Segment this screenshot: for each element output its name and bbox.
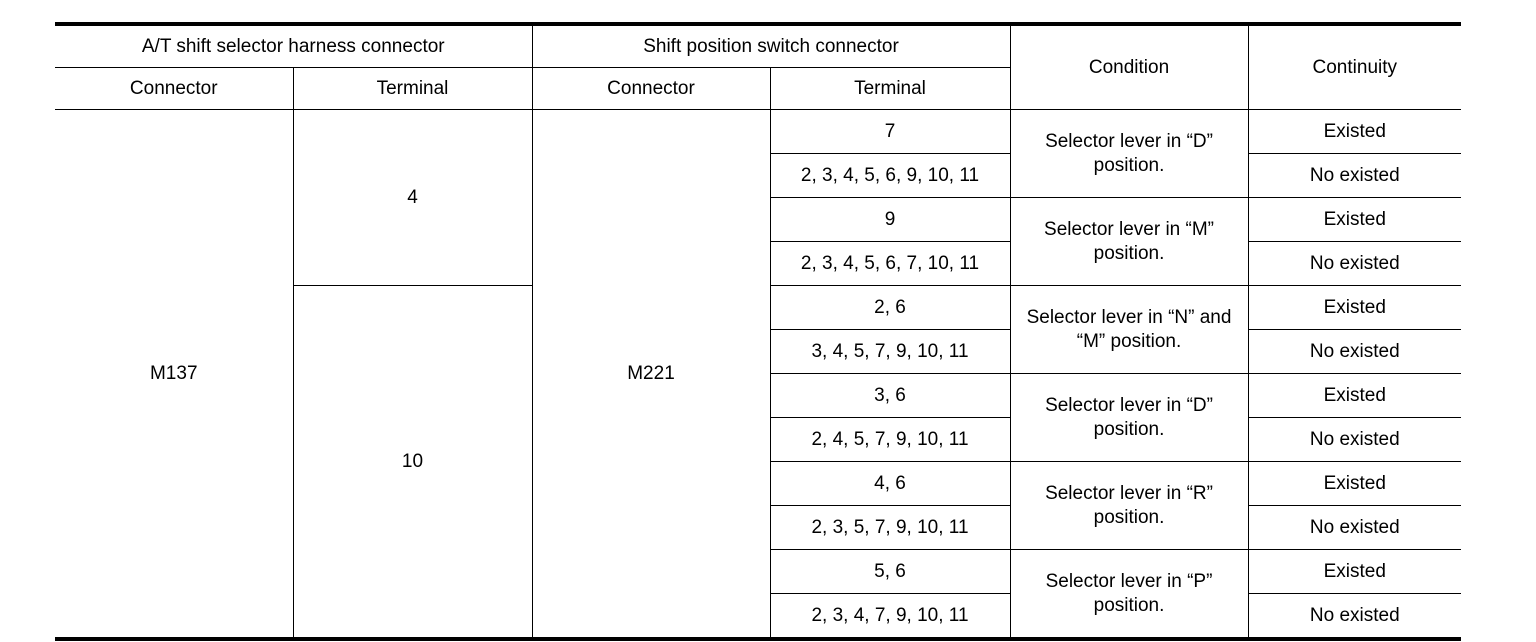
header-group-row: A/T shift selector harness connector Shi… bbox=[55, 23, 1462, 110]
condition-cell: Selector lever in “R” position. bbox=[1009, 461, 1249, 550]
header-harness-terminal: Terminal bbox=[292, 67, 533, 110]
switch-terminal-cell: 2, 3, 4, 5, 6, 9, 10, 11 bbox=[770, 153, 1011, 198]
condition-cell: Selector lever in “P” position. bbox=[1009, 549, 1249, 640]
switch-terminal-cell: 3, 4, 5, 7, 9, 10, 11 bbox=[770, 329, 1011, 374]
switch-terminal-cell: 3, 6 bbox=[770, 373, 1011, 418]
table-row: 2, 3, 4, 7, 9, 10, 11 No existed bbox=[55, 593, 1462, 640]
switch-terminal-cell: 2, 3, 5, 7, 9, 10, 11 bbox=[770, 505, 1011, 550]
continuity-cell: No existed bbox=[1247, 153, 1462, 198]
switch-terminal-cell: 2, 4, 5, 7, 9, 10, 11 bbox=[770, 417, 1011, 462]
table-head: A/T shift selector harness connector Shi… bbox=[55, 23, 1462, 110]
switch-terminal-cell: 5, 6 bbox=[770, 549, 1011, 594]
continuity-cell: No existed bbox=[1247, 241, 1462, 286]
header-switch-terminal: Terminal bbox=[769, 67, 1011, 110]
switch-terminal-cell: 2, 3, 4, 5, 6, 7, 10, 11 bbox=[770, 241, 1011, 286]
header-switch-connector: Connector bbox=[531, 67, 771, 110]
header-condition: Condition bbox=[1009, 23, 1249, 110]
continuity-cell: No existed bbox=[1247, 593, 1462, 640]
switch-terminal-cell: 4, 6 bbox=[770, 461, 1011, 506]
continuity-cell: Existed bbox=[1247, 197, 1462, 242]
harness-terminal-cell: 4 bbox=[292, 109, 533, 286]
condition-cell: Selector lever in “D” position. bbox=[1009, 373, 1249, 462]
continuity-cell: No existed bbox=[1247, 505, 1462, 550]
switch-terminal-cell: 9 bbox=[770, 197, 1011, 242]
table-row: 2, 3, 4, 5, 6, 7, 10, 11 No existed bbox=[55, 241, 1462, 286]
table-row: 2, 4, 5, 7, 9, 10, 11 No existed bbox=[55, 417, 1462, 462]
condition-cell: Selector lever in “D” position. bbox=[1009, 109, 1249, 198]
header-continuity: Continuity bbox=[1247, 23, 1462, 110]
header-shift-position-switch-connector: Shift position switch connector bbox=[531, 23, 1011, 68]
switch-terminal-cell: 2, 6 bbox=[769, 285, 1011, 330]
table-row: 2, 3, 5, 7, 9, 10, 11 No existed bbox=[55, 505, 1462, 550]
harness-connector-cell: M137 bbox=[55, 109, 294, 640]
condition-cell: Selector lever in “N” and “M” position. bbox=[1009, 285, 1249, 374]
switch-connector-cell: M221 bbox=[531, 109, 771, 640]
header-harness-connector: Connector bbox=[55, 67, 294, 110]
continuity-cell: Existed bbox=[1247, 549, 1462, 594]
switch-terminal-cell: 2, 3, 4, 7, 9, 10, 11 bbox=[770, 593, 1011, 640]
table-row: 2, 3, 4, 5, 6, 9, 10, 11 No existed bbox=[55, 153, 1462, 198]
continuity-cell: Existed bbox=[1247, 285, 1462, 330]
continuity-check-table: A/T shift selector harness connector Shi… bbox=[55, 22, 1462, 641]
condition-cell: Selector lever in “M” position. bbox=[1009, 197, 1249, 286]
continuity-cell: Existed bbox=[1247, 461, 1462, 506]
harness-terminal-cell: 10 bbox=[293, 285, 533, 640]
continuity-cell: No existed bbox=[1247, 417, 1462, 462]
continuity-cell: Existed bbox=[1247, 373, 1462, 418]
switch-terminal-cell: 7 bbox=[769, 109, 1011, 154]
header-at-shift-selector-harness-connector: A/T shift selector harness connector bbox=[55, 23, 533, 68]
table-row: 3, 4, 5, 7, 9, 10, 11 No existed bbox=[55, 329, 1462, 374]
continuity-cell: No existed bbox=[1247, 329, 1462, 374]
continuity-cell: Existed bbox=[1247, 109, 1462, 154]
